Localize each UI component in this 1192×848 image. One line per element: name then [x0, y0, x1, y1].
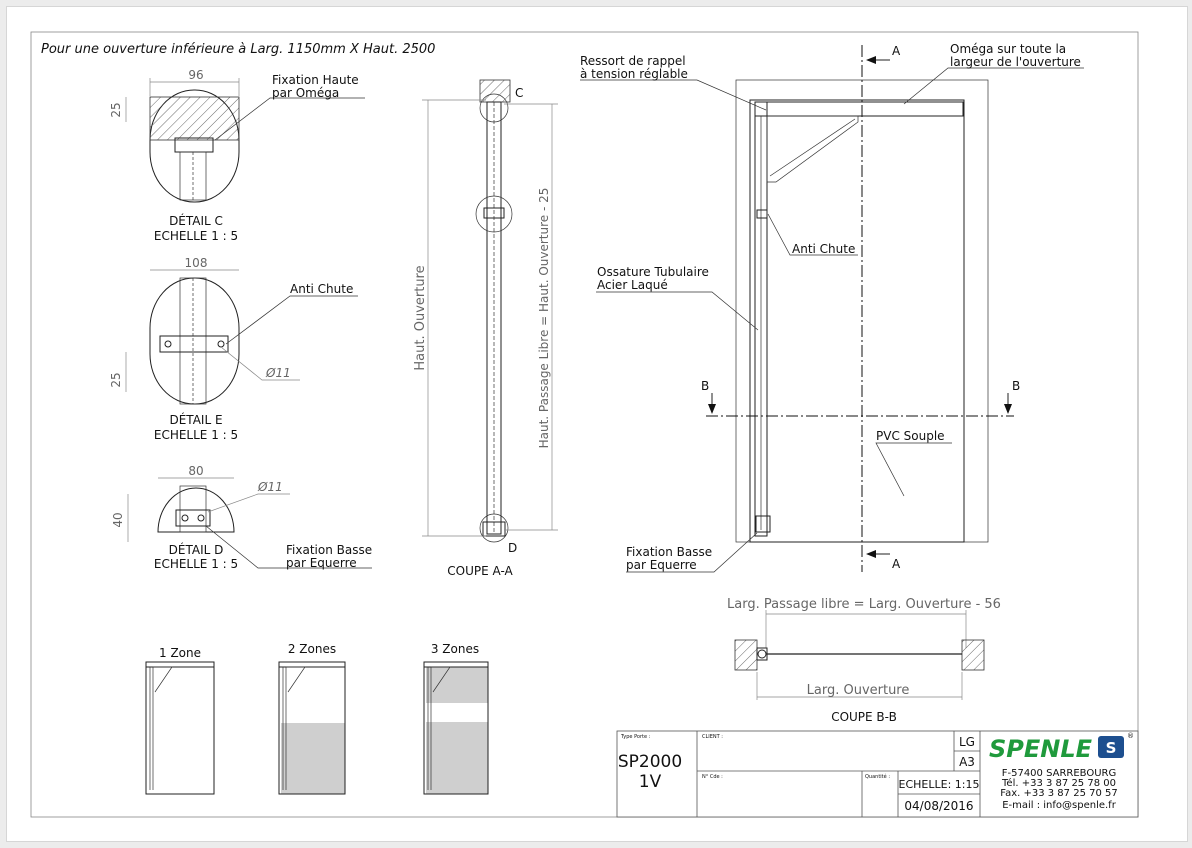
- fax: Fax. +33 3 87 25 70 57: [1000, 788, 1118, 799]
- drawing-frame: [30, 31, 1139, 818]
- detail-e-title: DÉTAIL E: [169, 412, 222, 427]
- detail-d-diameter: Ø11: [257, 480, 283, 494]
- pvc-label: PVC Souple: [876, 429, 945, 443]
- brand-logo: SPENLE: [989, 735, 1093, 763]
- address: F-57400 SARREBOURG: [1002, 768, 1117, 779]
- section-aa-title: COUPE A-A: [447, 564, 513, 578]
- detail-d-width: 80: [188, 464, 203, 478]
- model-line-1: SP2000: [618, 752, 682, 772]
- ncde-label: N° Cde :: [702, 774, 723, 780]
- section-bb-title: COUPE B-B: [831, 710, 897, 724]
- detail-c: 96 25 Fixation Haute par Oméga DÉTAIL C …: [109, 68, 365, 243]
- marker-a-top: A: [892, 44, 901, 58]
- scale-value: ECHELLE: 1:15: [899, 778, 980, 791]
- title-block: Type Porte : SP2000 1V CLIENT : N° Cde :…: [616, 730, 1139, 818]
- section-bb-passage-label: Larg. Passage libre = Larg. Ouverture - …: [727, 597, 1001, 612]
- omega-label-2: largeur de l'ouverture: [950, 55, 1081, 69]
- detail-c-callout-2: par Oméga: [272, 86, 339, 100]
- quantity-label: Quantité :: [865, 773, 890, 780]
- marker-d: D: [508, 541, 517, 555]
- detail-c-title: DÉTAIL C: [169, 213, 223, 228]
- drawing-sheet: [6, 6, 1188, 842]
- section-bb-opening-label: Larg. Ouverture: [807, 683, 910, 698]
- detail-c-width: 96: [188, 68, 203, 82]
- section-aa: C D Haut. Ouverture Haut. Passage Libre …: [413, 79, 558, 578]
- elevation-view: A A B B Ressort de rappel à tension régl…: [580, 42, 1084, 573]
- detail-d: 80 40 Ø11 Fixation Basse par Equerre DÉT…: [111, 464, 372, 571]
- format-label: A3: [959, 755, 975, 769]
- detail-d-title: DÉTAIL D: [169, 542, 224, 557]
- detail-e-diameter: Ø11: [265, 366, 291, 380]
- zone-1-label: 1 Zone: [159, 646, 201, 660]
- section-bb: Larg. Passage libre = Larg. Ouverture - …: [727, 597, 1001, 724]
- detail-c-height: 25: [109, 102, 123, 117]
- detail-e-scale: ECHELLE 1 : 5: [154, 428, 238, 442]
- model-line-2: 1V: [639, 772, 662, 792]
- detail-c-callout-1: Fixation Haute: [272, 73, 359, 87]
- brand-logo-mark-letter: S: [1106, 739, 1117, 757]
- fixation-basse-label-2: par Equerre: [626, 558, 697, 572]
- detail-e-height: 25: [109, 372, 123, 387]
- detail-d-scale: ECHELLE 1 : 5: [154, 557, 238, 571]
- brand-registered: ®: [1127, 732, 1134, 740]
- email: E-mail : info@spenle.fr: [1002, 800, 1117, 811]
- section-aa-passage-label: Haut. Passage Libre = Haut. Ouverture - …: [537, 188, 551, 449]
- detail-e: 108 25 Anti Chute Ø11 DÉTAIL E ECHELLE 1…: [109, 256, 358, 442]
- tel: Tél. +33 3 87 25 78 00: [1001, 777, 1116, 789]
- marker-a-bottom: A: [892, 557, 901, 571]
- date-value: 04/08/2016: [904, 799, 973, 813]
- lg-label: LG: [959, 735, 975, 749]
- detail-e-width: 108: [185, 256, 208, 270]
- marker-b-right: B: [1012, 379, 1020, 393]
- zone-2-label: 2 Zones: [288, 642, 336, 656]
- brand-logo-mark: [1098, 736, 1124, 758]
- detail-d-callout-1: Fixation Basse: [286, 543, 372, 557]
- type-label: Type Porte :: [620, 734, 651, 740]
- client-label: CLIENT :: [702, 734, 723, 740]
- ressort-label-1: Ressort de rappel: [580, 54, 686, 68]
- anti-chute-label: Anti Chute: [792, 242, 855, 256]
- zone-3-label: 3 Zones: [431, 642, 479, 656]
- fixation-basse-label-1: Fixation Basse: [626, 545, 712, 559]
- detail-e-callout: Anti Chute: [290, 282, 353, 296]
- detail-d-callout-2: par Equerre: [286, 556, 357, 570]
- omega-label-1: Oméga sur toute la: [950, 42, 1066, 56]
- ressort-label-2: à tension réglable: [580, 67, 688, 81]
- marker-c: C: [515, 86, 523, 100]
- section-aa-height-label: Haut. Ouverture: [413, 265, 428, 370]
- marker-b-left: B: [701, 379, 709, 393]
- ossature-label-2: Acier Laqué: [597, 278, 668, 292]
- header-note: Pour une ouverture inférieure à Larg. 11…: [41, 42, 435, 57]
- zones: 1 Zone 2 Zones 3 Zones: [145, 642, 489, 795]
- ossature-label-1: Ossature Tubulaire: [597, 265, 709, 279]
- detail-c-scale: ECHELLE 1 : 5: [154, 229, 238, 243]
- detail-d-height: 40: [111, 512, 125, 527]
